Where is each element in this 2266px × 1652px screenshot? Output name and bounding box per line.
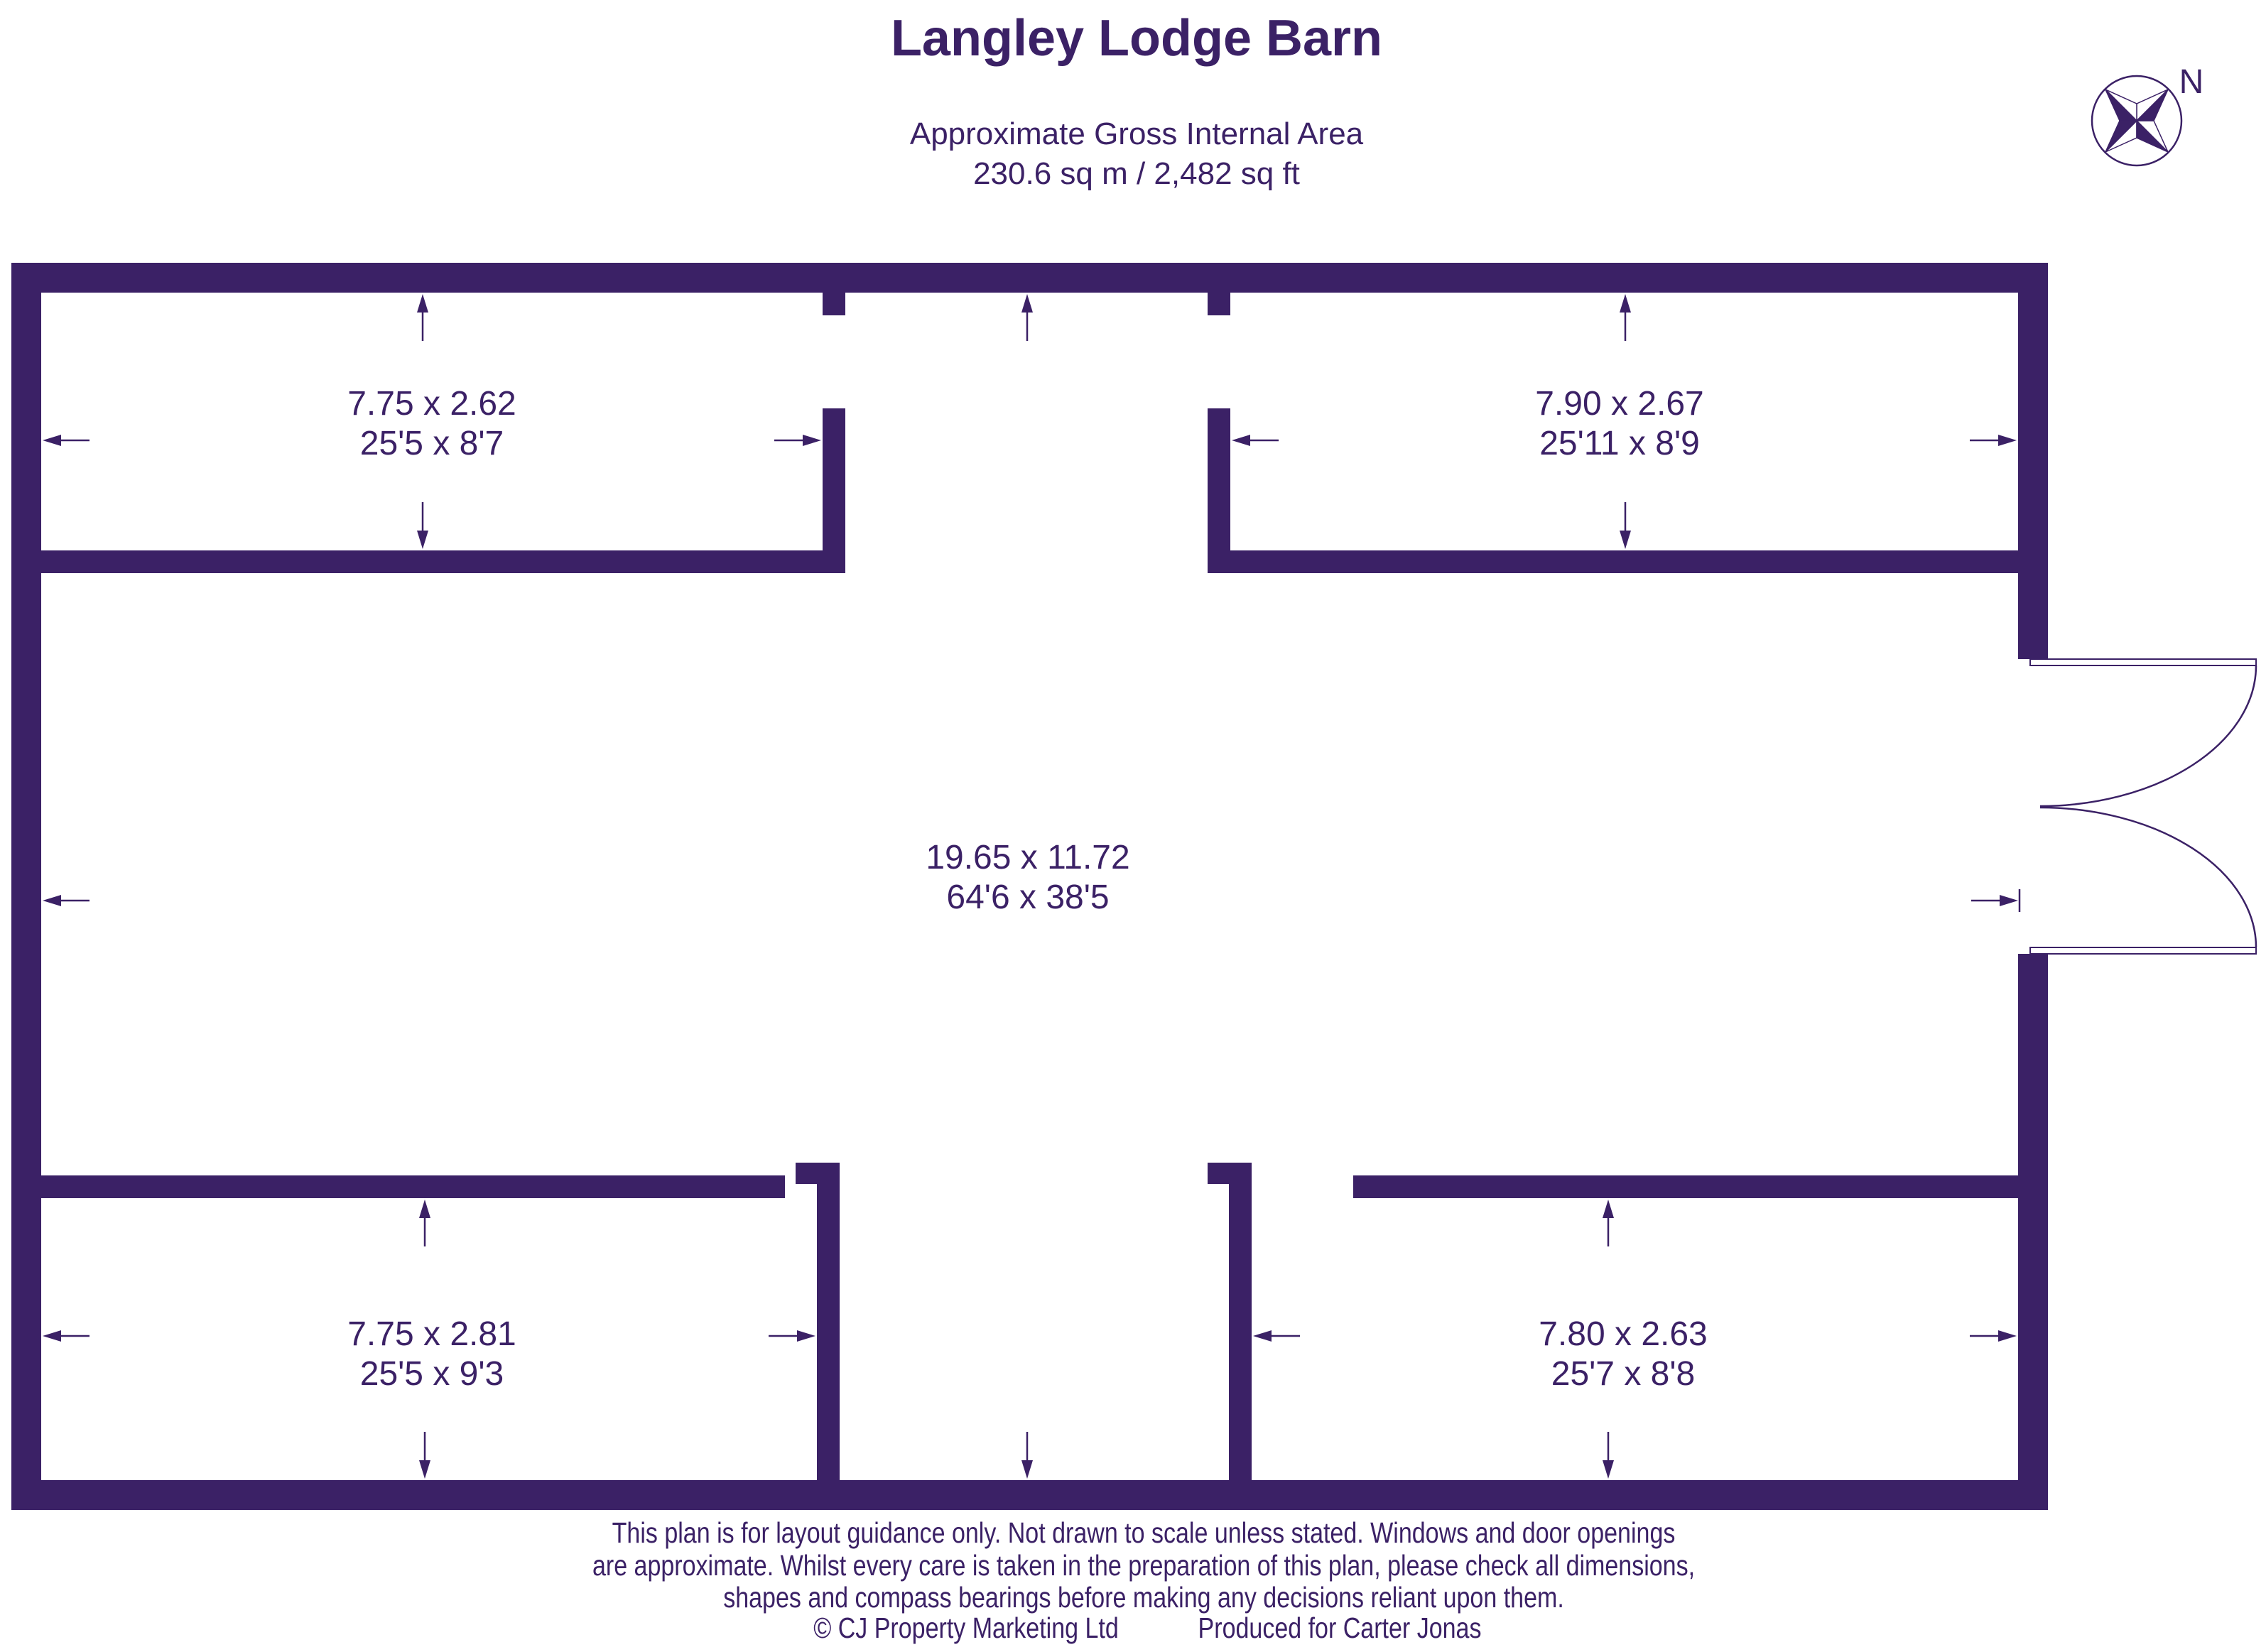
wall-outer-bottom	[11, 1480, 2048, 1510]
arrow-head	[1998, 435, 2017, 446]
arrow-head	[419, 1460, 430, 1479]
compass-circle	[2091, 75, 2183, 167]
double-door	[2029, 658, 2257, 955]
disclaimer-line-2: are approximate. Whilst every care is ta…	[592, 1549, 1695, 1582]
arrow-head	[797, 1330, 815, 1342]
dimension-arrow	[1603, 1200, 1614, 1246]
arrow-head	[803, 435, 821, 446]
arrow-head	[1620, 531, 1631, 549]
wall-bottomright-room-left	[1229, 1163, 1252, 1480]
room-main-imperial: 64'6 x 38'5	[946, 879, 1109, 916]
arrow-head	[419, 1200, 430, 1218]
dimension-arrow	[774, 435, 821, 446]
dimension-arrow	[1620, 502, 1631, 549]
footer: This plan is for layout guidance only. N…	[592, 1516, 1695, 1644]
door-swing-arc-top	[2039, 665, 2257, 808]
dimension-arrow	[1970, 1330, 2017, 1342]
dimension-arrow	[43, 1330, 90, 1342]
subtitle-area-value: 230.6 sq m / 2,482 sq ft	[973, 156, 1300, 191]
arrow-head	[43, 1330, 61, 1342]
room-labels: 7.75 x 2.62 25'5 x 8'7 7.90 x 2.67 25'11…	[347, 385, 1708, 1393]
arrow-head	[2000, 895, 2018, 906]
door-leaf-top	[2029, 658, 2257, 666]
wall-topleft-room-right-stub	[823, 293, 845, 315]
dimension-arrow	[1021, 1432, 1033, 1479]
wall-topleft-room-right	[823, 408, 845, 573]
wall-outer-top	[11, 263, 2048, 293]
room-bottomleft-imperial: 25'5 x 9'3	[360, 1355, 504, 1393]
arrow-head	[43, 895, 61, 906]
dimension-arrow	[43, 435, 90, 446]
dimension-arrow	[43, 895, 90, 906]
walls	[11, 263, 2048, 1510]
wall-topright-room-left	[1208, 408, 1230, 573]
arrow-head	[1021, 294, 1033, 313]
compass-icon: N	[2091, 63, 2204, 167]
wall-outer-left	[11, 263, 41, 1510]
dimension-arrow	[417, 502, 428, 549]
room-main-metric: 19.65 x 11.72	[926, 839, 1129, 876]
disclaimer-line-3: shapes and compass bearings before makin…	[723, 1581, 1564, 1614]
room-topleft-metric: 7.75 x 2.62	[347, 385, 516, 423]
dimension-arrow	[419, 1200, 430, 1246]
door-swing-arc-bottom	[2039, 806, 2257, 948]
room-topright-imperial: 25'11 x 8'9	[1539, 425, 1700, 462]
subtitle-area-label: Approximate Gross Internal Area	[910, 116, 1364, 151]
wall-bottomleft-room-top	[41, 1175, 785, 1198]
room-bottomleft-metric: 7.75 x 2.81	[347, 1315, 516, 1353]
arrow-head	[1603, 1460, 1614, 1479]
wall-outer-right-upper	[2018, 263, 2048, 659]
wall-topright-room-left-stub	[1208, 293, 1230, 315]
dimension-arrow	[1021, 294, 1033, 341]
disclaimer-line-1: This plan is for layout guidance only. N…	[612, 1516, 1676, 1549]
room-bottomright-metric: 7.80 x 2.63	[1539, 1315, 1708, 1353]
compass-north-label: N	[2179, 63, 2204, 101]
arrow-head	[1253, 1330, 1272, 1342]
arrow-head	[43, 435, 61, 446]
dimension-arrow	[769, 1330, 815, 1342]
wall-bottomleft-room-right	[817, 1163, 840, 1480]
wall-outer-right-lower	[2018, 954, 2048, 1510]
dimension-arrows	[43, 294, 2018, 1479]
compass-star-nw-dark	[2105, 89, 2138, 121]
arrow-head	[1603, 1200, 1614, 1218]
dimension-arrow	[1232, 435, 1279, 446]
dimension-arrow	[1620, 294, 1631, 341]
wall-topright-room-bottom	[1208, 550, 2018, 573]
dimension-arrow	[417, 294, 428, 341]
compass-star-se-dark	[2136, 119, 2169, 153]
arrow-head	[417, 531, 428, 549]
arrow-head	[1232, 435, 1250, 446]
dimension-arrow	[1603, 1432, 1614, 1479]
wall-topleft-room-bottom	[41, 550, 845, 573]
door-leaf-bottom	[2029, 947, 2257, 955]
arrow-head	[1021, 1460, 1033, 1479]
footer-produced-by: Produced for Carter Jonas	[1198, 1612, 1482, 1644]
page-title: Langley Lodge Barn	[891, 10, 1382, 67]
dimension-arrow	[1970, 435, 2017, 446]
wall-bottomright-room-top	[1353, 1175, 2018, 1198]
footer-copyright: © CJ Property Marketing Ltd	[813, 1612, 1119, 1644]
room-bottomright-imperial: 25'7 x 8'8	[1551, 1355, 1695, 1393]
dimension-arrow	[1253, 1330, 1300, 1342]
arrow-head	[1998, 1330, 2017, 1342]
arrow-head	[1620, 294, 1631, 313]
dimension-arrow	[1971, 895, 2018, 906]
arrow-head	[417, 294, 428, 313]
dimension-arrow	[419, 1432, 430, 1479]
room-topright-metric: 7.90 x 2.67	[1535, 385, 1704, 423]
room-topleft-imperial: 25'5 x 8'7	[360, 425, 504, 462]
compass-star-ne-dark	[2135, 89, 2169, 121]
